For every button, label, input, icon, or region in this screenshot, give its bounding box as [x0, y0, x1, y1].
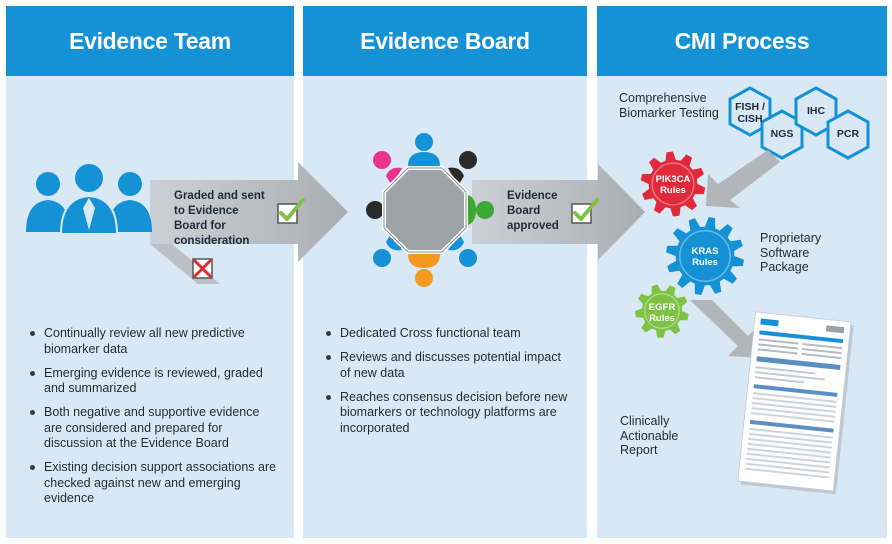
testing-label: Comprehensive Biomarker Testing	[619, 91, 719, 120]
hexagon-ihc	[794, 86, 838, 137]
hexagon-label: FISH / CISH	[735, 101, 765, 125]
list-item: Both negative and supportive evidence ar…	[28, 405, 278, 452]
software-label: Proprietary Software Package	[760, 231, 822, 274]
cmi-process-title: CMI Process	[597, 6, 887, 76]
evidence-board-panel: Evidence Board Dedicated Cross functiona…	[303, 6, 587, 538]
hexagon-pcr	[826, 109, 870, 160]
team-to-board-label: Graded and sent to Evidence Board for co…	[174, 190, 265, 247]
board-to-cmi-label: Evidence Board approved	[507, 190, 559, 232]
hexagon-label: IHC	[806, 105, 826, 117]
evidence-team-bullets: Continually review all new predictive bi…	[28, 326, 278, 515]
evidence-board-title: Evidence Board	[303, 6, 587, 76]
list-item: Existing decision support associations a…	[28, 460, 278, 507]
check-mark-icon	[571, 198, 599, 224]
report-document-icon	[737, 311, 854, 495]
person-top	[408, 133, 440, 166]
gear-kras-hub	[679, 230, 731, 282]
octagon-table-icon	[366, 133, 494, 287]
hexagon-label: NGS	[770, 128, 794, 140]
person-bottom	[408, 254, 440, 287]
gear-label-kras: KRAS Rules	[691, 246, 719, 268]
gear-egfr	[635, 284, 689, 338]
gear-label-pik3ca: PIK3CA Rules	[655, 174, 691, 196]
list-item: Dedicated Cross functional team	[324, 326, 574, 342]
gear-pik3ca-hub	[651, 162, 695, 206]
list-item: Reaches consensus decision before new bi…	[324, 390, 574, 437]
report-label: Clinically Actionable Report	[620, 414, 679, 457]
list-item: Emerging evidence is reviewed, graded an…	[28, 366, 278, 397]
hexagon-fish-cish	[728, 86, 772, 137]
people-group-icon	[26, 162, 152, 235]
evidence-team-panel: Evidence Team Continually review all new…	[6, 6, 294, 538]
gear-egfr-hub	[643, 292, 681, 330]
hexagon-label: PCR	[836, 128, 860, 140]
gear-pik3ca	[640, 151, 706, 217]
list-item: Continually review all new predictive bi…	[28, 326, 278, 357]
gear-kras	[666, 217, 744, 295]
gear-label-egfr: EGFR Rules	[648, 302, 676, 324]
check-mark-icon	[277, 198, 305, 224]
list-item: Reviews and discusses potential impact o…	[324, 350, 574, 381]
evidence-board-bullets: Dedicated Cross functional team Reviews …	[324, 326, 574, 445]
x-mark-icon	[192, 258, 213, 279]
evidence-team-title: Evidence Team	[6, 6, 294, 76]
